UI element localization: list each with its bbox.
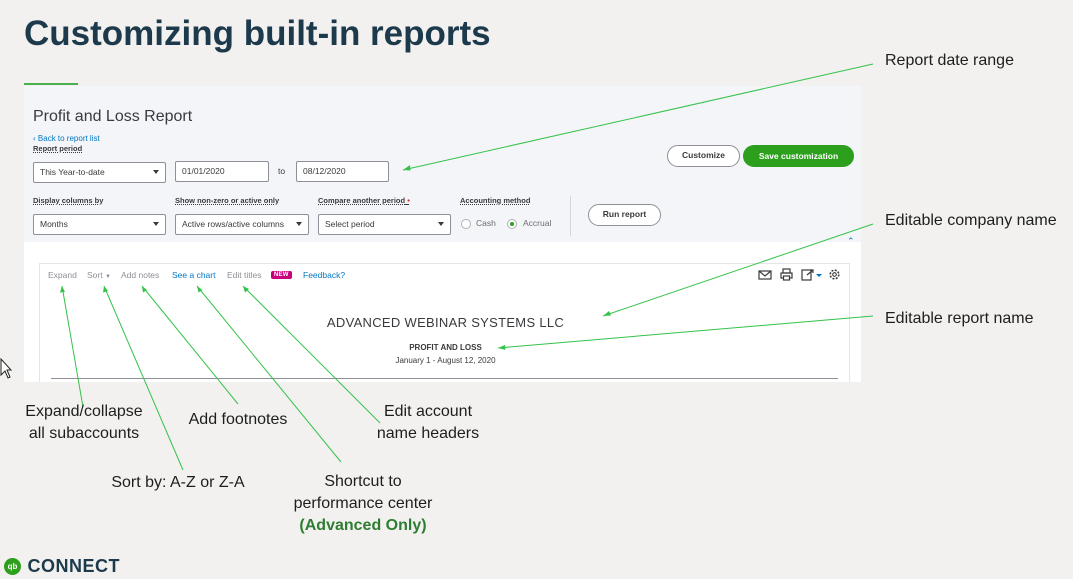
annotation-add-footnotes: Add footnotes [188, 411, 288, 428]
chevron-left-icon: ‹ [33, 134, 36, 143]
leader-see-chart [196, 285, 342, 463]
cash-radio[interactable] [461, 219, 471, 229]
annotation-shortcut: Shortcut to performance center (Advanced… [268, 471, 458, 537]
expand-link[interactable]: Expand [48, 270, 77, 280]
caret-down-icon: ▼ [104, 274, 111, 280]
accounting-method-label: Accounting method [460, 196, 531, 205]
chevron-down-icon [296, 222, 302, 226]
arrowhead [243, 286, 249, 293]
display-columns-select[interactable]: Months [33, 214, 166, 235]
logo-text: CONNECT [27, 556, 120, 576]
new-badge: NEW [271, 271, 292, 279]
arrowhead [403, 165, 411, 171]
email-icon[interactable] [758, 269, 772, 281]
chevron-down-icon [153, 170, 159, 174]
report-divider [51, 378, 838, 379]
connect-logo: qb CONNECT [4, 556, 120, 577]
arrowhead [603, 311, 611, 316]
chevron-down-icon [153, 222, 159, 226]
cash-label: Cash [476, 218, 496, 228]
chevron-up-icon[interactable]: ⌃ [847, 236, 855, 246]
show-nonzero-select[interactable]: Active rows/active columns [175, 214, 309, 235]
slide-title: Customizing built-in reports [24, 14, 491, 53]
to-label: to [278, 166, 286, 176]
annotation-edit-account: Edit account name headers [376, 403, 480, 442]
leader-report-date-range [402, 63, 874, 171]
print-icon[interactable] [780, 268, 793, 281]
report-period-select[interactable]: This Year-to-date [33, 162, 166, 183]
leader-company-name [602, 223, 874, 317]
leader-report-name [497, 315, 874, 349]
show-nonzero-label: Show non-zero or active only [175, 196, 280, 205]
feedback-link[interactable]: Feedback? [303, 270, 346, 280]
customize-button[interactable]: Customize [667, 145, 740, 167]
run-report-button[interactable]: Run report [588, 204, 661, 226]
arrowhead [142, 286, 147, 293]
report-card: Expand Sort ▼ Add notes See a chart Edit… [39, 263, 850, 382]
arrowhead [197, 286, 203, 293]
report-date-range: January 1 - August 12, 2020 [395, 356, 496, 365]
accrual-label: Accrual [523, 218, 552, 228]
see-chart-link[interactable]: See a chart [172, 270, 216, 280]
report-screen: Profit and Loss Report ‹ Back to report … [24, 86, 861, 382]
save-customization-button[interactable]: Save customization [743, 145, 854, 167]
back-to-report-list-link[interactable]: ‹ Back to report list [33, 134, 100, 143]
arrowhead [103, 286, 108, 293]
annotation-expand-collapse: Expand/collapse all subaccounts [25, 403, 143, 442]
report-page-title: Profit and Loss Report [33, 108, 193, 125]
advanced-only-note: (Advanced Only) [299, 517, 427, 534]
divider [570, 196, 571, 236]
annotation-report-date-range: Report date range [885, 52, 1014, 69]
mouse-cursor-icon [0, 358, 12, 379]
add-notes-link[interactable]: Add notes [121, 270, 160, 280]
arrowhead [498, 345, 506, 350]
leader-edit-titles [242, 285, 381, 424]
edit-titles-link[interactable]: Edit titles [227, 270, 262, 280]
chevron-down-icon [438, 222, 444, 226]
quickbooks-logo-icon: qb [4, 558, 21, 575]
export-icon[interactable] [801, 268, 823, 281]
leader-add-notes [141, 285, 239, 405]
accrual-radio[interactable] [507, 219, 517, 229]
report-name[interactable]: PROFIT AND LOSS [409, 343, 482, 352]
annotation-sort-by: Sort by: A-Z or Z-A [111, 474, 245, 491]
annotation-company-name: Editable company name [885, 212, 1057, 229]
compare-period-label: Compare another period • [318, 196, 410, 205]
report-period-label: Report period [33, 144, 83, 153]
title-underline [24, 83, 78, 85]
required-indicator: • [407, 196, 410, 205]
settings-icon[interactable] [828, 268, 841, 281]
annotation-report-name: Editable report name [885, 310, 1034, 327]
arrowhead [60, 286, 65, 293]
sort-menu[interactable]: Sort ▼ [87, 270, 111, 280]
company-name[interactable]: ADVANCED WEBINAR SYSTEMS LLC [326, 315, 565, 330]
compare-period-select[interactable]: Select period [318, 214, 451, 235]
leader-sort [103, 285, 184, 471]
from-date-input[interactable]: 01/01/2020 [175, 161, 269, 182]
to-date-input[interactable]: 08/12/2020 [296, 161, 389, 182]
display-columns-label: Display columns by [33, 196, 104, 205]
leader-expand [61, 285, 84, 408]
